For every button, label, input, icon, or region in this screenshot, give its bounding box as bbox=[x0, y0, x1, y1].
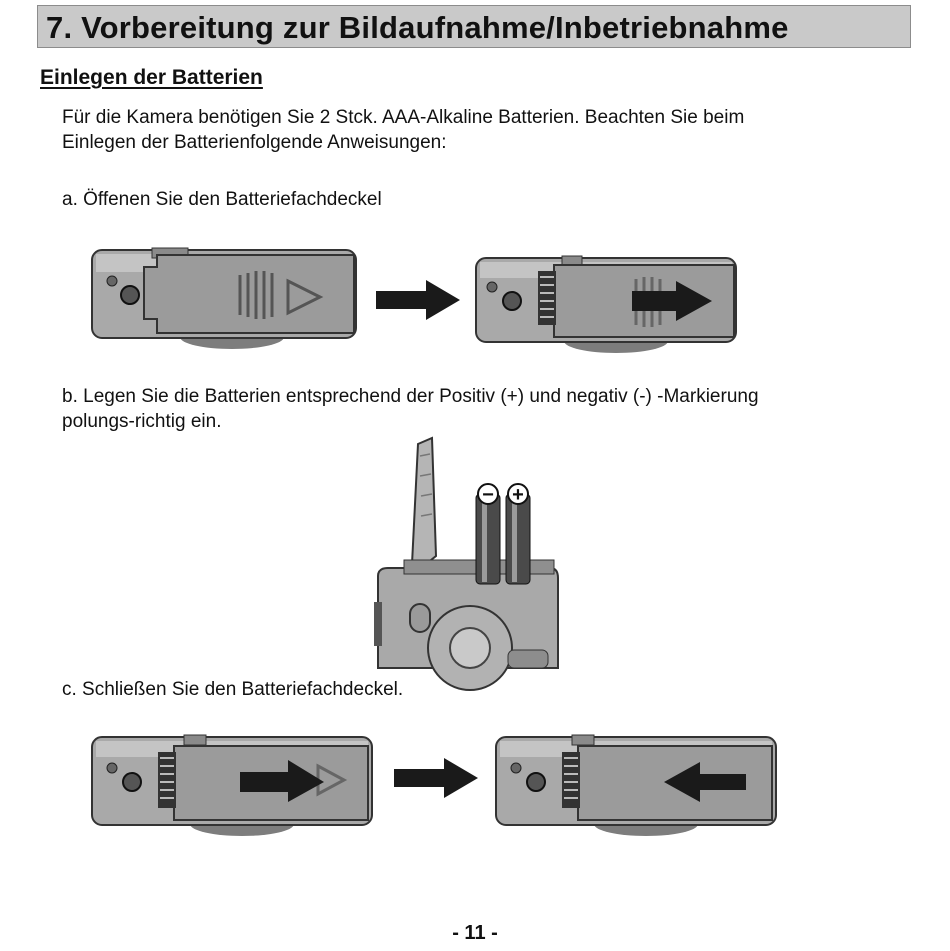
camera-illustration-close-start bbox=[91, 734, 373, 836]
page-number: - 11 - bbox=[452, 922, 498, 944]
step-c-text: c. Schließen Sie den Batteriefachdeckel. bbox=[62, 679, 404, 700]
camera-illustration-open-start bbox=[91, 247, 357, 349]
step-a-text: a. Öffenen Sie den Batteriefachdeckel bbox=[62, 189, 382, 210]
battery-icon-negative bbox=[475, 483, 501, 585]
battery-icon-positive bbox=[505, 483, 531, 585]
chapter-title: 7. Vorbereitung zur Bildaufnahme/Inbetri… bbox=[46, 10, 789, 45]
camera-illustration-close-end bbox=[495, 734, 777, 836]
negative-marker: − bbox=[482, 484, 494, 506]
intro-line-1: Für die Kamera benötigen Sie 2 Stck. AAA… bbox=[62, 107, 745, 128]
camera-illustration-open-end bbox=[475, 255, 737, 353]
positive-marker: + bbox=[512, 484, 524, 506]
section-heading: Einlegen der Batterien bbox=[40, 66, 263, 89]
intro-line-2: Einlegen der Batterienfolgende Anweisung… bbox=[62, 132, 447, 153]
camera-illustration-battery-insert: − + bbox=[374, 436, 559, 691]
step-b-text-line-2: polungs-richtig ein. bbox=[62, 411, 222, 432]
right-arrow-icon bbox=[376, 280, 460, 320]
step-b-text-line-1: b. Legen Sie die Batterien entsprechend … bbox=[62, 386, 759, 407]
chapter-title-bar: 7. Vorbereitung zur Bildaufnahme/Inbetri… bbox=[37, 5, 911, 48]
right-arrow-icon bbox=[394, 758, 478, 798]
